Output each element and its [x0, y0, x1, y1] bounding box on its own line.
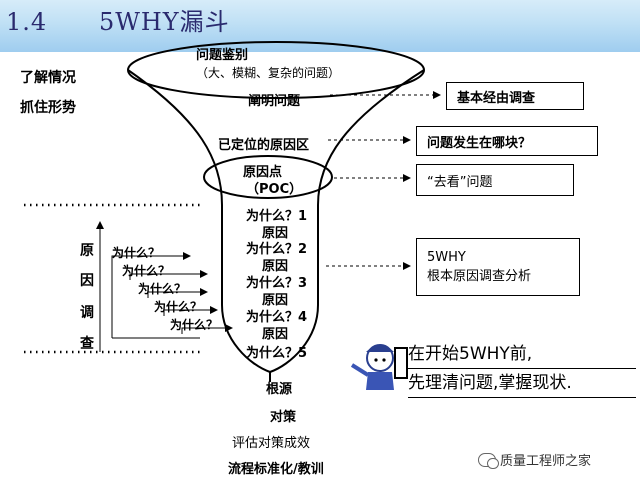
- callout-note: 在开始5WHY前, 先理清问题,掌握现状.: [408, 340, 636, 398]
- why-3: 为什么？3: [246, 276, 308, 291]
- funnel-clarify: 阐明问题: [248, 94, 301, 109]
- poc-ellipse: [203, 155, 333, 199]
- funnel-countermeasure: 对策: [270, 410, 297, 425]
- watermark-text: 质量工程师之家: [500, 454, 592, 469]
- investigation-char-3: 调: [80, 305, 94, 321]
- stair-why-3: 为什么？: [138, 282, 187, 296]
- box-5why: 5WHY 根本原因调查分析: [416, 238, 580, 296]
- funnel-top-ellipse: [127, 41, 425, 99]
- box-basic-investigation: 基本经由调查: [446, 82, 584, 110]
- funnel-top-title: 问题鉴别: [196, 48, 249, 63]
- cause-2: 原因: [262, 259, 289, 274]
- funnel-located: 已定位的原因区: [218, 138, 310, 153]
- box-go-see: “去看”问题: [416, 164, 574, 196]
- wechat-icon: [478, 452, 499, 469]
- cause-4: 原因: [262, 327, 289, 342]
- funnel-root: 根源: [266, 382, 293, 397]
- why-5: 为什么？5: [246, 346, 308, 361]
- stair-why-4: 为什么？: [154, 300, 203, 314]
- funnel-evaluate: 评估对策成效: [232, 436, 311, 451]
- label-grasp: 抓住形势: [20, 100, 76, 116]
- cause-3: 原因: [262, 293, 289, 308]
- box-5why-line2: 根本原因调查分析: [427, 269, 532, 284]
- funnel-standardize: 流程标准化/教训: [228, 462, 324, 477]
- mascot-illustration: [350, 344, 408, 390]
- stair-why-1: 为什么？: [112, 246, 161, 260]
- cause-1: 原因: [262, 226, 289, 241]
- page-title: 1.4 5WHY漏斗: [6, 8, 230, 36]
- watermark: 质量工程师之家: [478, 450, 591, 469]
- funnel-top-subtitle: （大、模糊、复杂的问题）: [196, 66, 341, 80]
- investigation-char-1: 原: [80, 243, 94, 259]
- callout-line-2: 先理清问题,掌握现状.: [408, 369, 636, 398]
- poc-title: 原因点: [243, 165, 283, 180]
- why-1: 为什么？1: [246, 209, 308, 224]
- investigation-char-4: 查: [80, 336, 94, 352]
- poc-subtitle: （POC）: [246, 182, 303, 197]
- callout-line-1: 在开始5WHY前,: [408, 340, 636, 369]
- why-2: 为什么？2: [246, 242, 308, 257]
- stair-why-2: 为什么？: [122, 264, 171, 278]
- box-5why-line1: 5WHY: [427, 250, 466, 265]
- label-understand: 了解情况: [20, 70, 76, 86]
- box-where-occurred: 问题发生在哪块？: [416, 126, 598, 156]
- stair-why-5: 为什么？: [170, 318, 219, 332]
- why-4: 为什么？4: [246, 310, 308, 325]
- investigation-char-2: 因: [80, 273, 94, 289]
